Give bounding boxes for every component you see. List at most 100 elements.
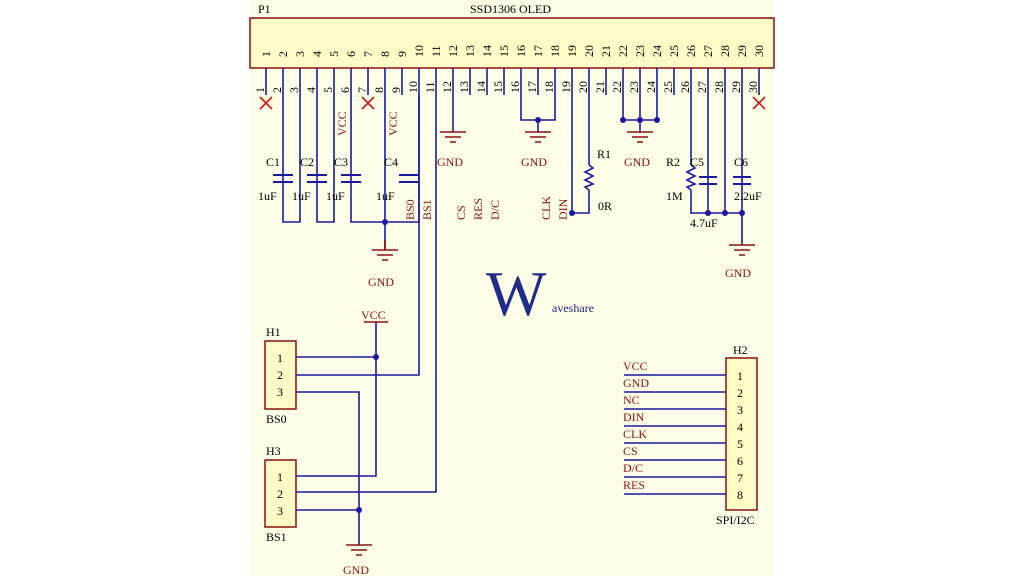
p1-pin-25-outer-number: 25 (661, 81, 675, 93)
p1-pin-12-inner-number: 12 (446, 45, 460, 57)
c1-value: 1uF (258, 189, 277, 203)
cap-c3-plates (341, 174, 361, 183)
junction-pin23 (637, 117, 643, 123)
p1-pin-30-inner-number: 30 (752, 45, 766, 57)
resistor-group (583, 164, 697, 191)
net-label-clk: CLK (539, 196, 553, 220)
gnd-symbol-caps (372, 240, 398, 261)
resistor-r2 (685, 164, 697, 191)
gnd-label-c6: GND (725, 266, 751, 280)
p1-pin-23-inner-number: 23 (633, 45, 647, 57)
c4-value: 1uF (376, 189, 395, 203)
h2-signal-label: CS (623, 444, 638, 458)
wire-vcc-h3 (296, 322, 377, 477)
p1-pin-9-inner-number: 9 (395, 51, 409, 57)
p1-pin-28-outer-number: 28 (712, 81, 726, 93)
h3-pin-1-number: 1 (277, 470, 283, 484)
p1-pin-6-inner-number: 6 (344, 51, 358, 57)
p1-pin-22-inner-number: 22 (616, 45, 630, 57)
p1-pin-9-outer-number: 9 (389, 87, 403, 93)
p1-pin-15-outer-number: 15 (491, 81, 505, 93)
p1-pin-10-inner-number: 10 (412, 45, 426, 57)
h2-signal-label: NC (623, 393, 640, 407)
p1-pin-6-outer-number: 6 (338, 87, 352, 93)
junction-h-gnd (356, 507, 362, 513)
p1-pin-11-inner-number: 11 (429, 45, 443, 57)
h2-signal-label: GND (623, 376, 649, 390)
junction-group (356, 117, 745, 513)
ground-symbols (346, 131, 755, 556)
p1-pin-10-outer-number: 10 (406, 81, 420, 93)
wire-din-r1 (571, 95, 590, 214)
p1-pin-19-outer-number: 19 (559, 81, 573, 93)
p1-pin-7-outer-number: 7 (355, 87, 369, 93)
p1-pin-4-inner-number: 4 (310, 51, 324, 57)
p1-pin-19-inner-number: 19 (565, 45, 579, 57)
p1-pin-2-inner-number: 2 (276, 51, 290, 57)
h1-pin-group: 123 (277, 351, 283, 399)
no-connect-pin7 (361, 96, 375, 110)
p1-pin-26-outer-number: 26 (678, 81, 692, 93)
p1-pin-2-outer-number: 2 (270, 87, 284, 93)
h2-pin-5-number: 5 (737, 437, 743, 451)
cap-c4-plates (399, 174, 419, 183)
h2-pin-7-number: 7 (737, 471, 743, 485)
p1-pin-13-outer-number: 13 (457, 81, 471, 93)
resistor-r1 (583, 164, 595, 191)
vcc-label-h1: VCC (361, 308, 386, 322)
p1-pin-28-inner-number: 28 (718, 45, 732, 57)
p1-pin-15-inner-number: 15 (497, 45, 511, 57)
wire-h1-gnd (296, 391, 360, 545)
wire-group (282, 95, 743, 545)
junction-c5-left (705, 210, 711, 216)
gnd-symbol-pin17 (525, 131, 551, 143)
p1-pin-17-outer-number: 17 (525, 81, 539, 93)
waveshare-logo-letter: W (486, 258, 547, 329)
no-connect-pin30 (752, 96, 766, 110)
schematic-sheet (250, 0, 774, 576)
wire-bs0 (296, 95, 420, 376)
junction-c5-right (722, 210, 728, 216)
wire-bs1 (296, 95, 437, 493)
net-label-bs0: BS0 (403, 199, 417, 220)
c4-ref: C4 (384, 155, 398, 169)
c5-ref: C5 (690, 155, 704, 169)
net-label-vcc-b: VCC (386, 111, 400, 136)
wire-c1 (282, 95, 301, 223)
cap-c5-plates (699, 176, 717, 185)
h2-connector-body (725, 357, 758, 511)
gnd-label-headers: GND (343, 563, 369, 576)
component-label-group: C1 1uF C2 1uF C3 1uF C4 1uF R1 0R R2 1M … (258, 147, 762, 230)
p1-pin-26-inner-number: 26 (684, 45, 698, 57)
ground-labels: GND GND GND GND GND GND VCC (343, 155, 751, 577)
r2-ref: R2 (666, 155, 680, 169)
p1-connector-body (249, 17, 775, 69)
p1-pin-7-inner-number: 7 (361, 51, 375, 57)
p1-pin-5-outer-number: 5 (321, 87, 335, 93)
net-label-cs: CS (454, 205, 468, 220)
p1-pin-21-outer-number: 21 (593, 81, 607, 93)
net-label-res: RES (471, 198, 485, 220)
c6-value: 2.2uF (734, 189, 762, 203)
c3-ref: C3 (334, 155, 348, 169)
h2-pin-6-number: 6 (737, 454, 743, 468)
c2-value: 1uF (292, 189, 311, 203)
wire-r2-gnd (690, 190, 743, 245)
h1-pin-3-number: 3 (277, 385, 283, 399)
junction-c6 (739, 210, 745, 216)
p1-pin-21-inner-number: 21 (599, 45, 613, 57)
junction-pin24 (654, 117, 660, 123)
junction-din (569, 210, 575, 216)
cap-c6-plates (733, 176, 751, 185)
net-label-dc: D/C (488, 200, 502, 220)
p1-pin-3-outer-number: 3 (287, 87, 301, 93)
p1-pin-30-outer-number: 30 (746, 81, 760, 93)
cap-c2-plates (307, 174, 327, 183)
p1-pin-3-inner-number: 3 (293, 51, 307, 57)
h3-name: BS1 (266, 530, 287, 544)
h2-pin-3-number: 3 (737, 403, 743, 417)
h2-signal-label: D/C (623, 461, 643, 475)
c5-value: 4.7uF (690, 216, 718, 230)
